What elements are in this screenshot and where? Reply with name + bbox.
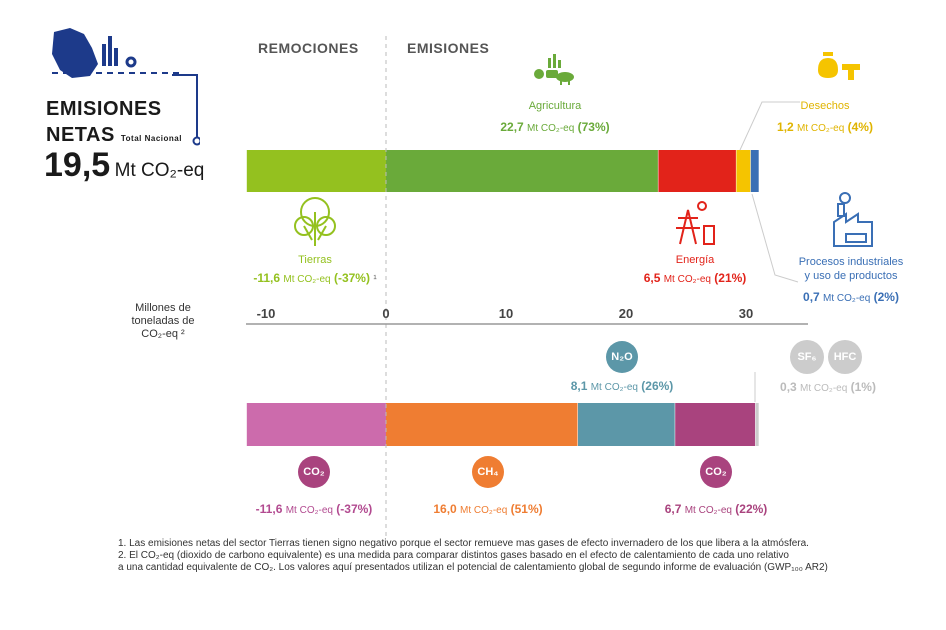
footnote-2b: a una cantidad equivalente de CO₂. Los v…: [118, 562, 828, 573]
procesos-value: 0,7: [803, 290, 820, 304]
agricultura-value-label: 22,7 Mt CO₂-eq (73%): [455, 120, 655, 134]
n2o-pct: (26%): [641, 379, 674, 393]
ch4-badge: CH₄: [472, 456, 504, 488]
x-tick-label: -10: [257, 306, 276, 321]
tierras-name: Tierras: [298, 254, 332, 266]
desechos-value: 1,2: [777, 120, 794, 134]
gas-bar-n-o: [578, 403, 675, 446]
n2o-value: 8,1: [570, 379, 588, 393]
summary-title-line2: NETAS Total Nacional: [46, 124, 182, 150]
x-tick-label: 30: [739, 306, 753, 321]
ch4-value: 16,0: [433, 502, 457, 516]
agriculture-icon: [534, 54, 574, 85]
co2-removals-pct: (-37%): [336, 502, 373, 516]
desechos-leader: [739, 101, 800, 151]
desechos-name: Desechos: [800, 100, 850, 112]
co2-emissions-unit: Mt CO₂-eq: [684, 505, 732, 516]
energia-value-label: 6,5 Mt CO₂-eq (21%): [605, 271, 785, 285]
desechos-value-label: 1,2 Mt CO₂-eq (4%): [755, 120, 895, 134]
fgas-pct: (1%): [850, 380, 876, 394]
gas-bar-co-remociones-: [246, 403, 386, 446]
agricultura-unit: Mt CO₂-eq: [527, 123, 575, 134]
uruguay-logo: [52, 28, 200, 146]
gas-bar-co-emisiones-: [675, 403, 756, 446]
x-tick-label: 10: [499, 306, 513, 321]
desechos-pct: (4%): [847, 120, 873, 134]
x-tick-label: 0: [382, 306, 389, 321]
sector-bar-procesos-industriales-y-uso-de-productos: [750, 150, 759, 192]
uruguay-map-icon: [52, 28, 98, 78]
ch4-pct: (51%): [510, 502, 543, 516]
co2-removals-value: -11,6: [255, 502, 283, 516]
co2-removals-value-label: -11,6 Mt CO₂-eq (-37%): [224, 502, 404, 516]
procesos-name-line1: Procesos industriales: [798, 256, 904, 268]
gas-bar-ch-: [386, 403, 578, 446]
summary-subtitle: Total Nacional: [120, 134, 182, 143]
agricultura-value: 22,7: [500, 120, 524, 134]
procesos-unit: Mt CO₂-eq: [823, 293, 871, 304]
tierras-value: -11,6: [253, 271, 281, 285]
tierras-pct: (-37%): [333, 271, 370, 285]
n2o-value-label: 8,1 Mt CO₂-eq (26%): [532, 379, 712, 393]
header-emissions: EMISIONES: [407, 40, 490, 56]
desechos-unit: Mt CO₂-eq: [797, 123, 845, 134]
axis-label-line2: toneladas de: [131, 315, 195, 327]
energia-name: Energía: [675, 254, 715, 266]
gear-icon: [125, 56, 137, 68]
header-removals: REMOCIONES: [258, 40, 359, 56]
ch4-value-label: 16,0 Mt CO₂-eq (51%): [398, 502, 578, 516]
axis-label-line1: Millones de: [135, 302, 191, 314]
co2-removals-unit: Mt CO₂-eq: [285, 505, 333, 516]
n2o-unit: Mt CO₂-eq: [590, 382, 638, 393]
energia-pct: (21%): [714, 271, 747, 285]
sector-bar-desechos: [736, 150, 751, 192]
factory-icon: [833, 192, 873, 247]
agricultura-pct: (73%): [577, 120, 610, 134]
procesos-value-label: 0,7 Mt CO₂-eq (2%): [781, 290, 921, 304]
co2-emissions-value-label: 6,7 Mt CO₂-eq (22%): [626, 502, 806, 516]
footnotes: 1. Las emisiones netas del sector Tierra…: [118, 538, 918, 574]
summary-value: 19,5: [44, 146, 111, 184]
bar-chart-icon: [102, 36, 118, 66]
hfc-badge: HFC: [828, 340, 862, 374]
ch4-unit: Mt CO₂-eq: [460, 505, 508, 516]
n2o-badge: N₂O: [606, 341, 638, 373]
energia-value: 6,5: [643, 271, 661, 285]
co2-emissions-pct: (22%): [735, 502, 768, 516]
sector-bar-energía: [658, 150, 736, 192]
axis-label-line3: CO₂-eq ²: [141, 328, 185, 340]
fgas-value: 0,3: [780, 380, 797, 394]
footnote-2a: 2. El CO₂-eq (dioxido de carbono equival…: [118, 550, 789, 561]
energy-icon: [676, 201, 715, 245]
fgas-value-label: 0,3 Mt CO₂-eq (1%): [758, 380, 898, 394]
footnote-1: 1. Las emisiones netas del sector Tierra…: [118, 538, 809, 549]
summary-total: 19,5 Mt CO₂-eq: [44, 146, 204, 185]
tierras-unit: Mt CO₂-eq: [283, 274, 331, 285]
tree-icon: [294, 197, 336, 246]
x-tick-label: 20: [619, 306, 633, 321]
procesos-pct: (2%): [873, 290, 899, 304]
fgas-unit: Mt CO₂-eq: [800, 383, 848, 394]
co2-emissions-value: 6,7: [664, 502, 682, 516]
waste-icon: [818, 52, 860, 80]
procesos-name-line2: y uso de productos: [804, 270, 898, 282]
axis-label: Millones de toneladas de CO₂-eq ²: [120, 302, 206, 341]
tierras-value-label: -11,6 Mt CO₂-eq (-37%) ¹: [225, 271, 405, 285]
tierras-note: ¹: [373, 274, 377, 285]
sf6-badge: SF₆: [790, 340, 824, 374]
summary-unit: Mt CO₂-eq: [114, 160, 205, 181]
sector-bar-agricultura: [386, 150, 658, 192]
co2-removals-badge: CO₂: [298, 456, 330, 488]
summary-netas: NETAS: [46, 124, 115, 146]
gas-bar-sf-hfc: [755, 403, 759, 446]
procesos-leader: [751, 193, 799, 283]
summary-title-line1: EMISIONES: [46, 98, 162, 120]
co2-emissions-badge: CO₂: [700, 456, 732, 488]
agricultura-name: Agricultura: [528, 100, 582, 112]
sector-bar-tierras: [246, 150, 386, 192]
energia-unit: Mt CO₂-eq: [663, 274, 711, 285]
